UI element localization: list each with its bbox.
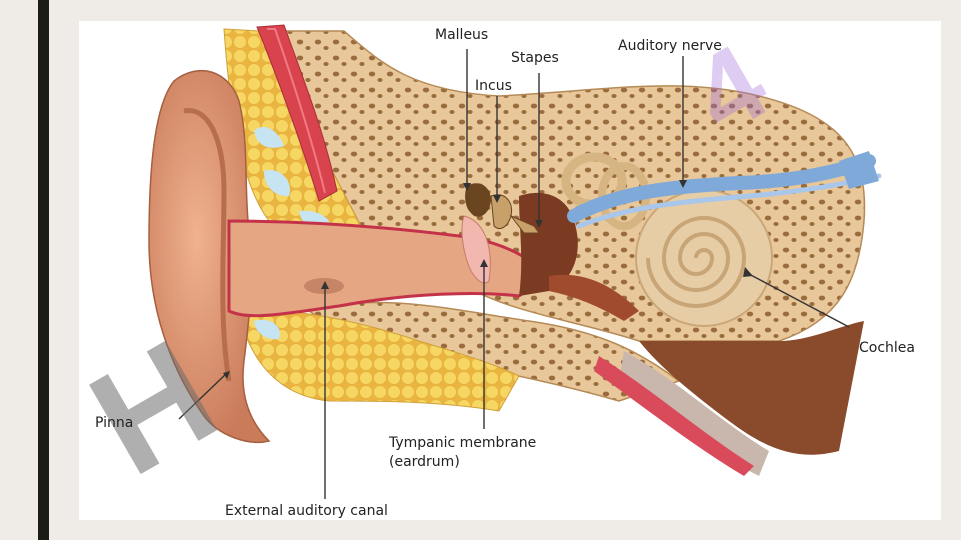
arrow-malleus xyxy=(463,183,471,191)
label-tympanic-line1: Tympanic membrane xyxy=(389,435,537,451)
label-malleus: Malleus xyxy=(435,27,489,43)
skull-base-layers xyxy=(594,321,864,476)
arrow-tympanic xyxy=(480,259,488,267)
arrow-cochlea xyxy=(743,267,753,277)
arrow-external-canal xyxy=(321,281,329,289)
diagram-panel: H 4 Malleus Stapes Incus Auditory nerve … xyxy=(64,21,941,520)
arrow-pinna xyxy=(223,371,230,379)
label-auditory-nerve: Auditory nerve xyxy=(618,38,722,54)
label-incus: Incus xyxy=(475,78,512,94)
auditory-nerve-shape xyxy=(567,151,882,229)
label-tympanic-membrane: Tympanic membrane (eardrum) xyxy=(389,434,536,472)
pinna-shape xyxy=(148,70,271,443)
ear-anatomy-illustration xyxy=(148,24,882,499)
label-tympanic-line2: (eardrum) xyxy=(389,454,460,470)
cochlea-shape xyxy=(635,189,773,327)
middle-ear-cavity xyxy=(519,192,639,321)
leader-lines xyxy=(178,49,850,499)
arrow-incus xyxy=(493,195,501,203)
label-pinna: Pinna xyxy=(95,415,134,431)
label-cochlea: Cochlea xyxy=(859,340,915,356)
ossicles xyxy=(465,183,540,234)
slide-left-bar xyxy=(38,0,49,540)
muscle xyxy=(256,24,338,202)
label-stapes: Stapes xyxy=(511,50,559,66)
arrow-stapes xyxy=(535,220,543,228)
leader-pinna xyxy=(178,372,228,420)
label-external-auditory-canal: External auditory canal xyxy=(225,503,388,519)
arrow-auditory-nerve xyxy=(679,180,687,188)
leader-cochlea xyxy=(746,272,850,328)
